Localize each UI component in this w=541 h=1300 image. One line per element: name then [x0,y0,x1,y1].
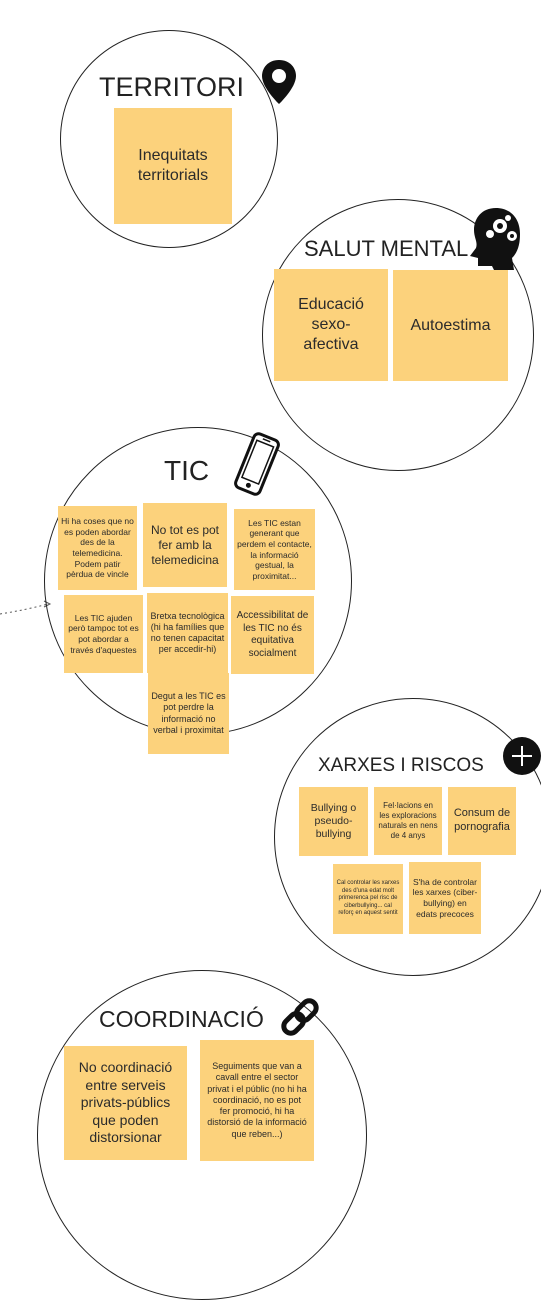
note-salut-mental-1: Educació sexo-afectiva [274,269,388,381]
note-xarxes-4: Cal controlar les xarxes des d'una edat … [333,864,403,934]
note-xarxes-1: Bullying o pseudo-bullying [299,787,368,856]
plus-icon [503,737,541,775]
note-tic-7: Degut a les TIC es pot perdre la informa… [148,673,229,754]
cluster-territori [60,30,278,248]
note-coordinacio-2: Seguiments que van a cavall entre el sec… [200,1040,314,1161]
note-territori-1: Inequitats territorials [114,108,232,224]
note-tic-1: Hi ha coses que no es poden abordar des … [58,506,137,590]
note-tic-3: Les TIC estan generant que perdem el con… [234,509,315,590]
chain-link-icon [281,998,319,1036]
note-salut-mental-2: Autoestima [393,270,508,381]
note-coordinacio-1: No coordinació entre serveis privats-púb… [64,1046,187,1160]
cluster-xarxes [274,698,541,976]
note-xarxes-2: Fel·lacions en les exploracions naturals… [374,787,442,855]
note-tic-4: Les TIC ajuden però tampoc tot es pot ab… [64,595,143,673]
cluster-title-coordinacio: COORDINACIÓ [99,1006,264,1032]
cluster-title-salut-mental: SALUT MENTAL [304,236,469,261]
canvas: TERRITORI Inequitats territorials SALUT … [0,30,541,1300]
location-pin-icon [262,60,296,104]
note-xarxes-5: S'ha de controlar les xarxes (ciber-bull… [409,862,481,934]
cluster-title-territori: TERRITORI [99,72,245,102]
note-tic-5: Bretxa tecnològica (hi ha famílies que n… [147,593,228,673]
head-gears-icon [470,208,520,270]
cluster-title-tic: TIC [164,455,210,486]
note-tic-2: No tot es pot fer amb la telemedicina [143,503,227,587]
smartphone-icon [234,432,280,496]
cluster-title-xarxes: XARXES I RISCOS [318,755,484,776]
note-xarxes-3: Consum de pornografia [448,787,516,855]
cluster-salut-mental [262,199,534,471]
note-tic-6: Accessibilitat de les TIC no és equitati… [231,596,314,674]
